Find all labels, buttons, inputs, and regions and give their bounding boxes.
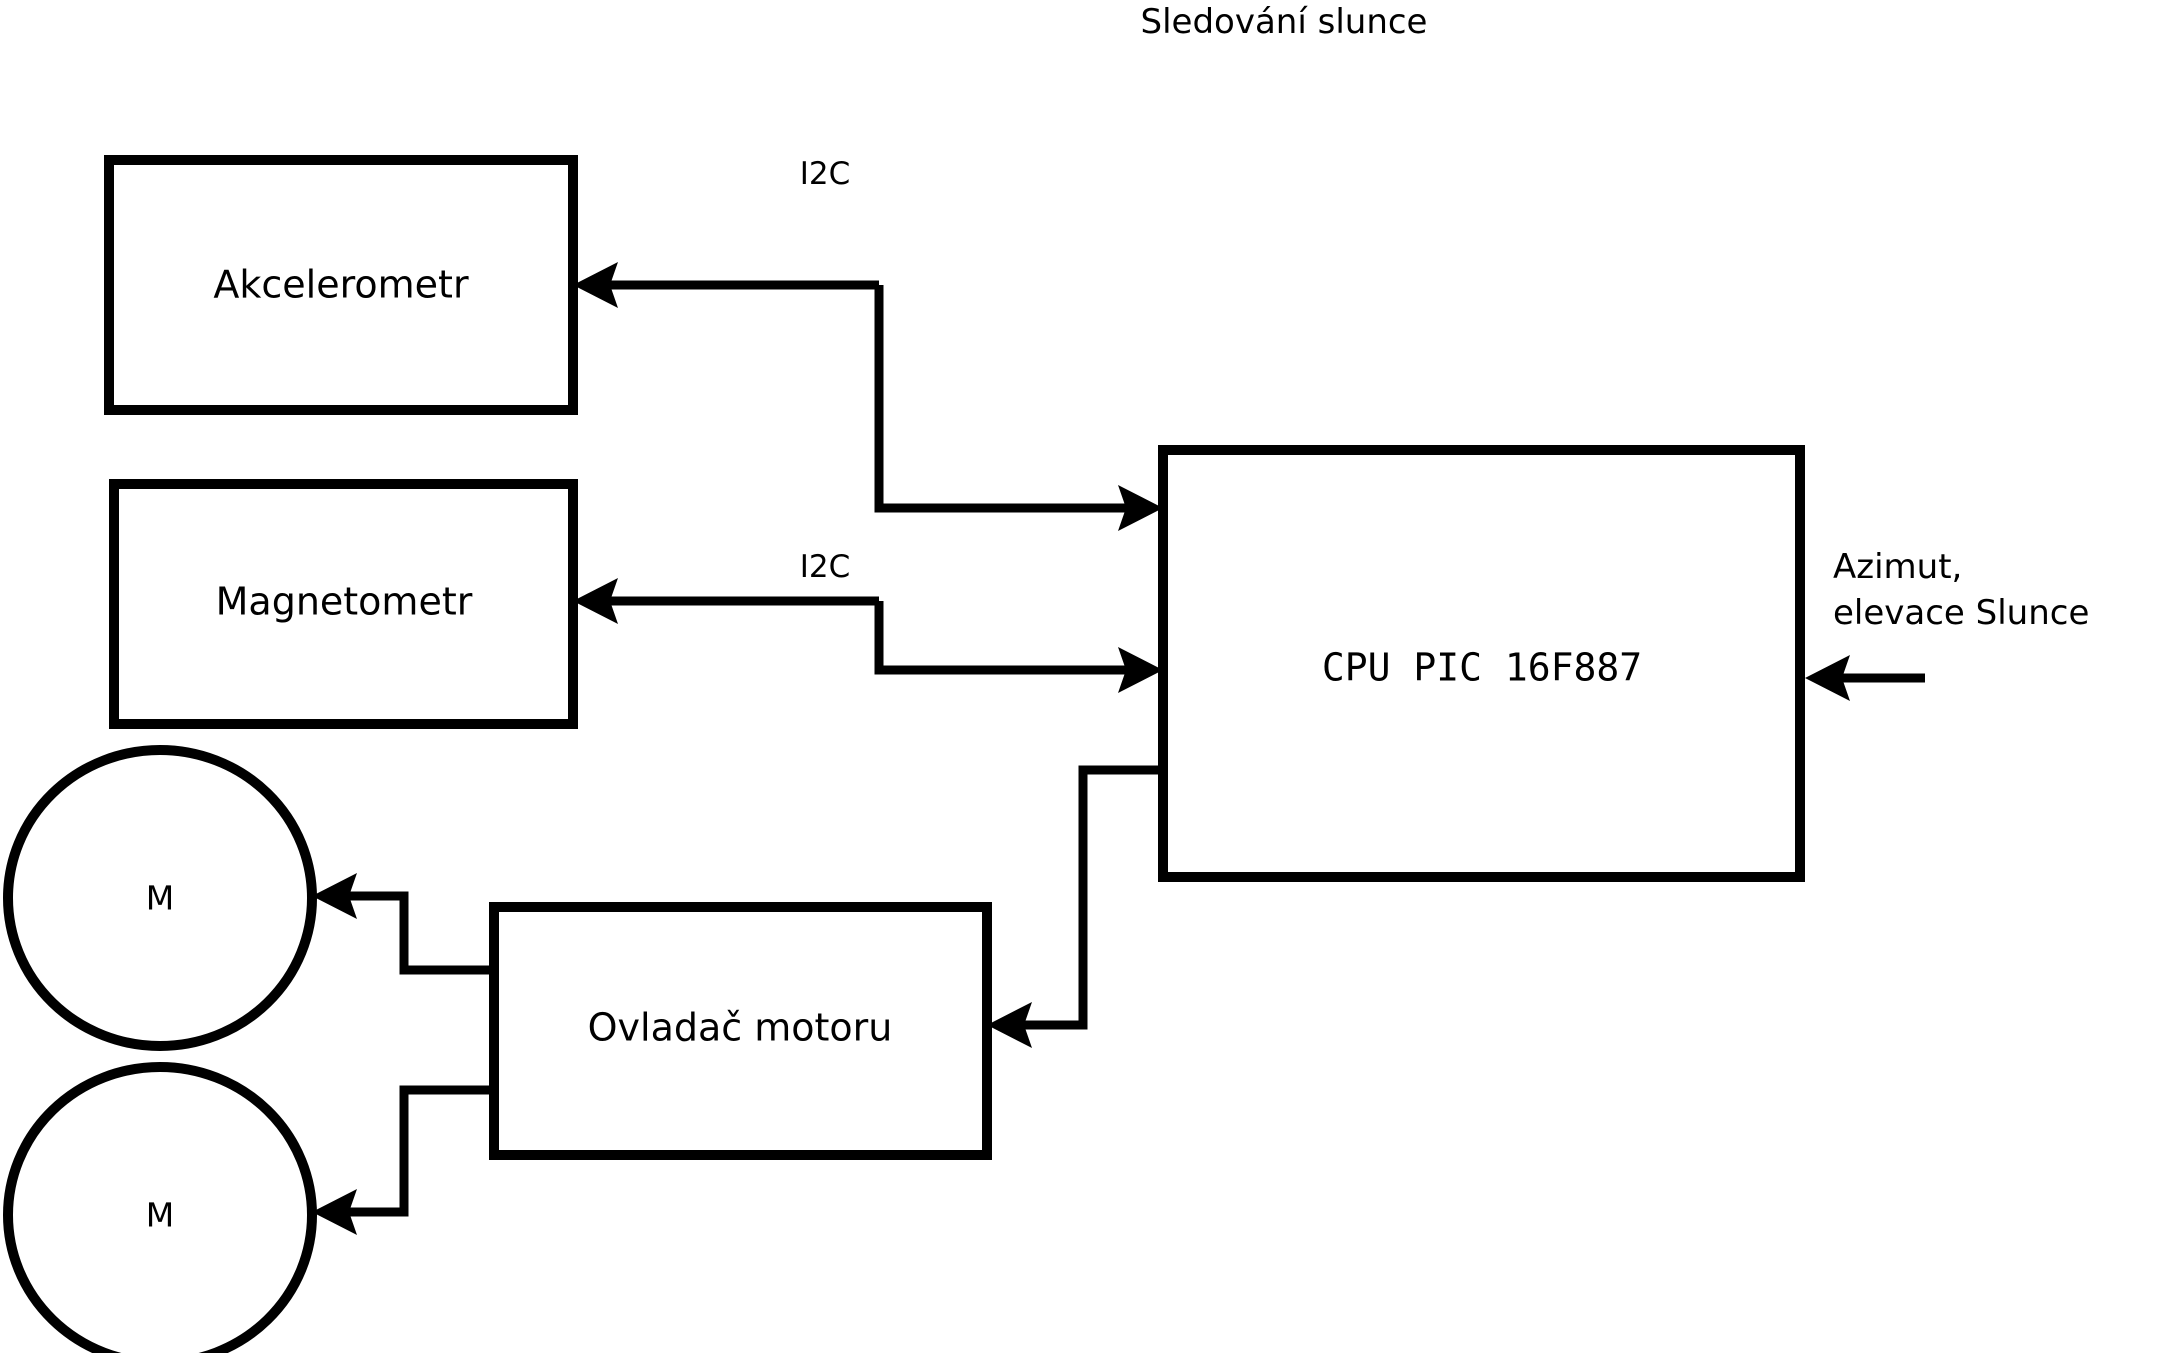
external-input-line2: elevace Slunce (1833, 593, 2089, 633)
node-motor-top[interactable]: M (3, 745, 317, 1051)
edge-cpu-to-magnetometer (573, 578, 879, 624)
accelerometer-cpu-arrow-head (1118, 485, 1163, 531)
magnetometer-i2c-return-line (874, 601, 1136, 675)
edge-cpu-to-motor-driver (987, 765, 1163, 1048)
motor-top-arrow-head (312, 873, 357, 919)
edge-magnetometer-to-cpu (874, 601, 1163, 693)
motor-bottom-arrow-head (312, 1189, 357, 1235)
edge-cpu-to-accelerometer (573, 262, 879, 308)
motor-driver-box[interactable] (489, 902, 992, 1160)
accelerometer-box[interactable] (104, 155, 578, 415)
motor-top-line (340, 891, 494, 975)
accelerometer-arrow-head (573, 262, 618, 308)
motor-bottom-line (340, 1085, 494, 1217)
i2c-magnetometer-label: I2C (800, 549, 851, 585)
accelerometer-label: Akcelerometr (213, 263, 469, 307)
cpu-motor-driver-line (1015, 765, 1163, 1030)
edge-motor-driver-to-motor-bottom (312, 1085, 494, 1235)
edge-motor-driver-to-motor-top (312, 873, 494, 975)
magnetometer-arrow-head (573, 578, 618, 624)
node-motor-bottom[interactable]: M (3, 1062, 317, 1353)
motor-bottom-circle[interactable] (3, 1062, 317, 1353)
magnetometer-cpu-arrow-head (1118, 647, 1163, 693)
diagram-title: Sledování slunce (1141, 2, 1428, 42)
motor-top-circle[interactable] (3, 745, 317, 1051)
node-accelerometer[interactable]: Akcelerometr (104, 155, 578, 415)
motor-driver-arrow-head (987, 1002, 1032, 1048)
node-cpu[interactable]: CPU PIC 16F887 (1158, 445, 1805, 882)
external-input-arrow-head (1805, 655, 1850, 701)
cpu-label: CPU PIC 16F887 (1322, 646, 1642, 690)
external-input-line1: Azimut, (1833, 547, 1962, 587)
cpu-box[interactable] (1158, 445, 1805, 882)
motor-driver-label: Ovladač motoru (588, 1006, 893, 1050)
edge-accelerometer-to-cpu (874, 285, 1163, 531)
accelerometer-i2c-return-line (874, 285, 1136, 513)
magnetometer-label: Magnetometr (216, 580, 473, 624)
i2c-accelerometer-label: I2C (800, 156, 851, 192)
node-magnetometer[interactable]: Magnetometr (109, 479, 578, 729)
motor-top-label: M (146, 879, 174, 918)
magnetometer-box[interactable] (109, 479, 578, 729)
edge-external-input-to-cpu: Azimut, elevace Slunce (1805, 547, 2089, 701)
motor-bottom-label: M (146, 1196, 174, 1235)
node-motor-driver[interactable]: Ovladač motoru (489, 902, 992, 1160)
